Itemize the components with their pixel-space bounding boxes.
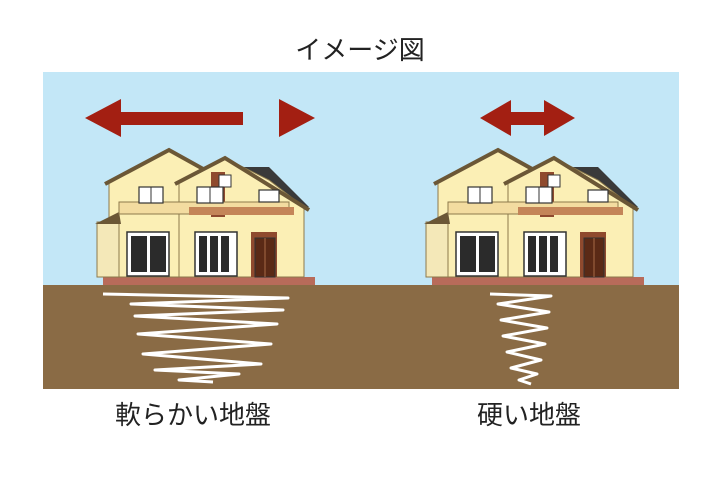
diagram-title: イメージ図 xyxy=(295,36,425,66)
short-sway-arrow xyxy=(480,100,575,136)
soft-ground-scene xyxy=(85,99,317,384)
wide-shake-waves xyxy=(102,292,290,384)
ground xyxy=(43,285,679,389)
narrow-shake-waves xyxy=(489,292,553,386)
scene-panel xyxy=(43,72,679,389)
scene-illustration xyxy=(43,72,679,389)
hard-ground-scene xyxy=(422,100,646,386)
long-sway-arrow xyxy=(85,99,315,137)
hard-ground-caption: 硬い地盤 xyxy=(476,401,581,431)
soft-ground-caption: 軟らかい地盤 xyxy=(114,401,271,431)
